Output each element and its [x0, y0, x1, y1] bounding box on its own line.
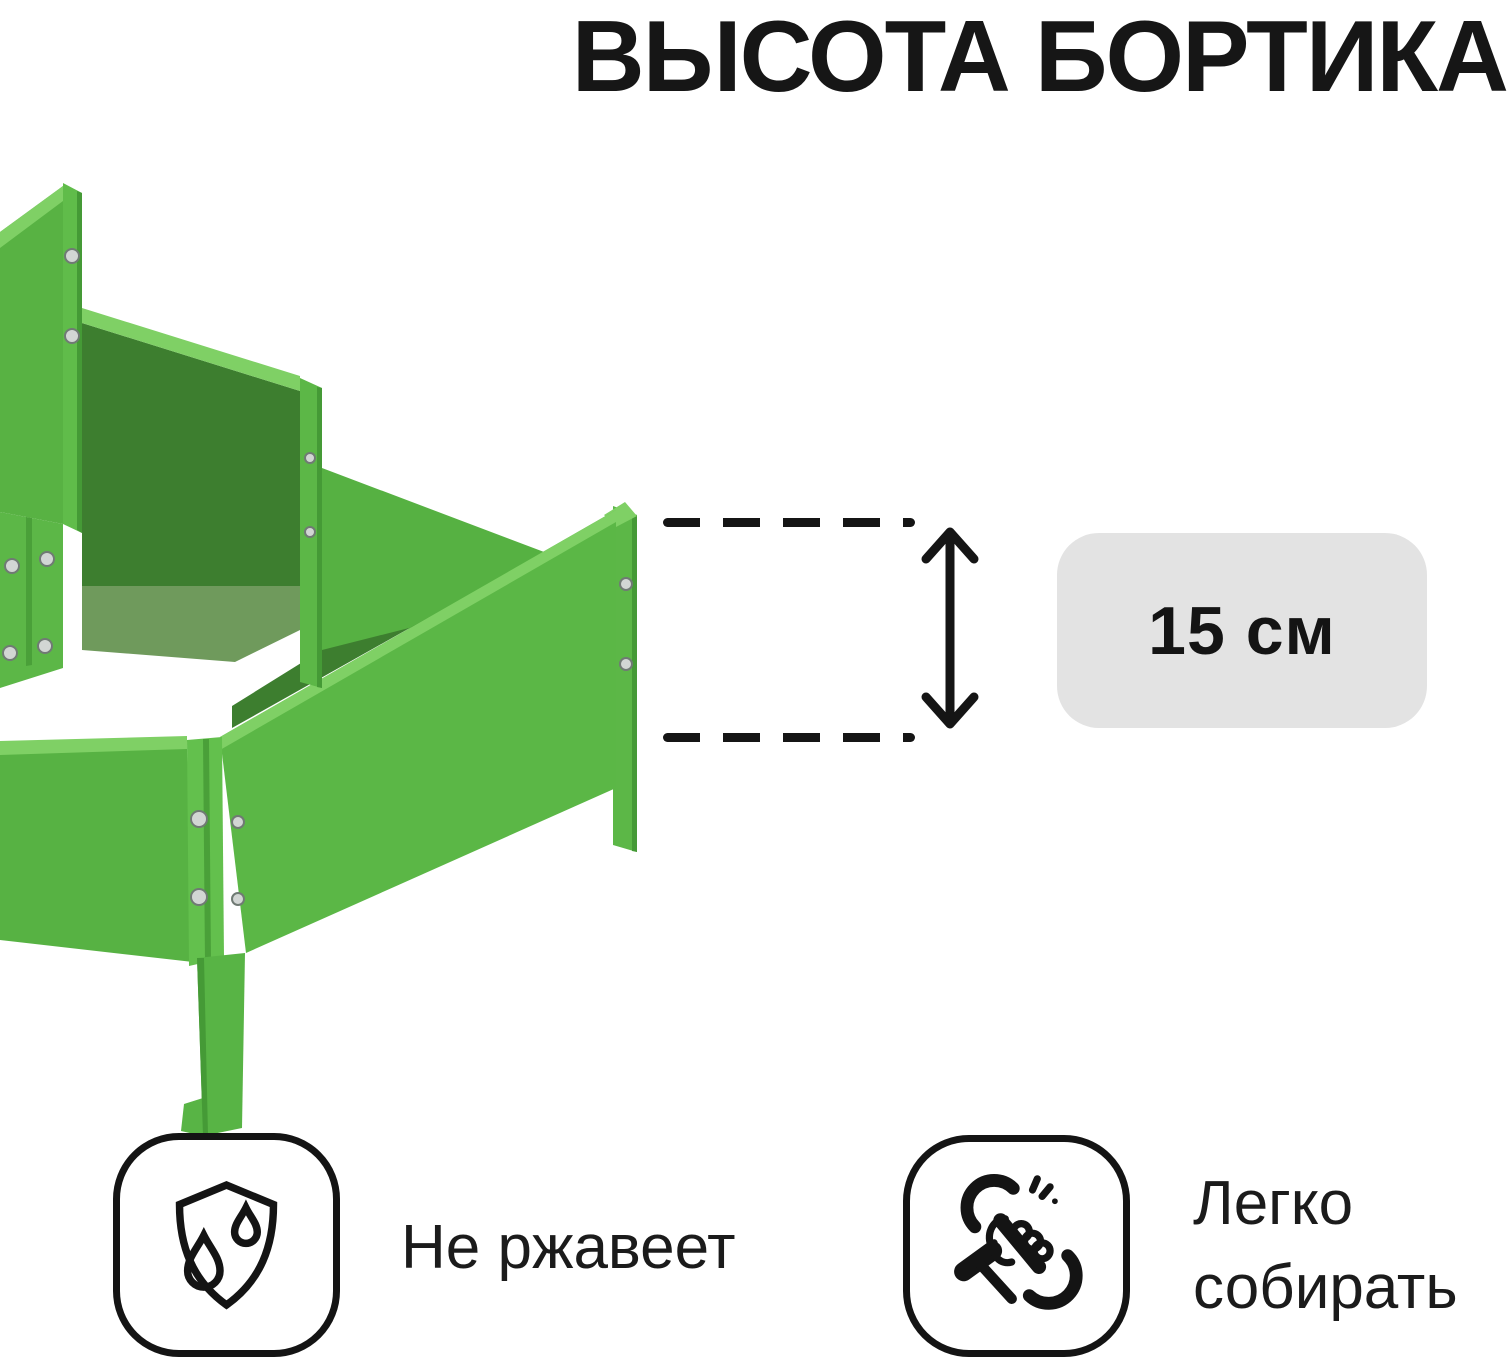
no-rust-feature-icon — [113, 1133, 340, 1357]
easy-assembly-label: Легко собирать — [1193, 1162, 1458, 1330]
double-arrow-icon — [921, 527, 979, 729]
dashed-guide-bottom — [663, 733, 915, 742]
height-value: 15 см — [1148, 592, 1336, 669]
easy-assembly-label-line2: собирать — [1193, 1253, 1458, 1322]
bolts — [2, 248, 633, 906]
easy-assembly-label-line1: Легко — [1193, 1169, 1354, 1238]
bottom-tier — [0, 468, 637, 1136]
wrench-hand-icon — [954, 1174, 1083, 1310]
middle-tier — [0, 308, 322, 688]
height-badge: 15 см — [1057, 533, 1427, 728]
planter-illustration — [0, 183, 637, 1136]
shield-droplets-icon — [175, 1181, 278, 1310]
easy-assembly-feature-icon — [903, 1135, 1130, 1357]
dashed-guide-top — [663, 518, 915, 527]
no-rust-label: Не ржавеет — [401, 1213, 736, 1282]
page-title: ВЫСОТА БОРТИКА — [571, 1, 1507, 113]
top-tier — [0, 183, 82, 533]
